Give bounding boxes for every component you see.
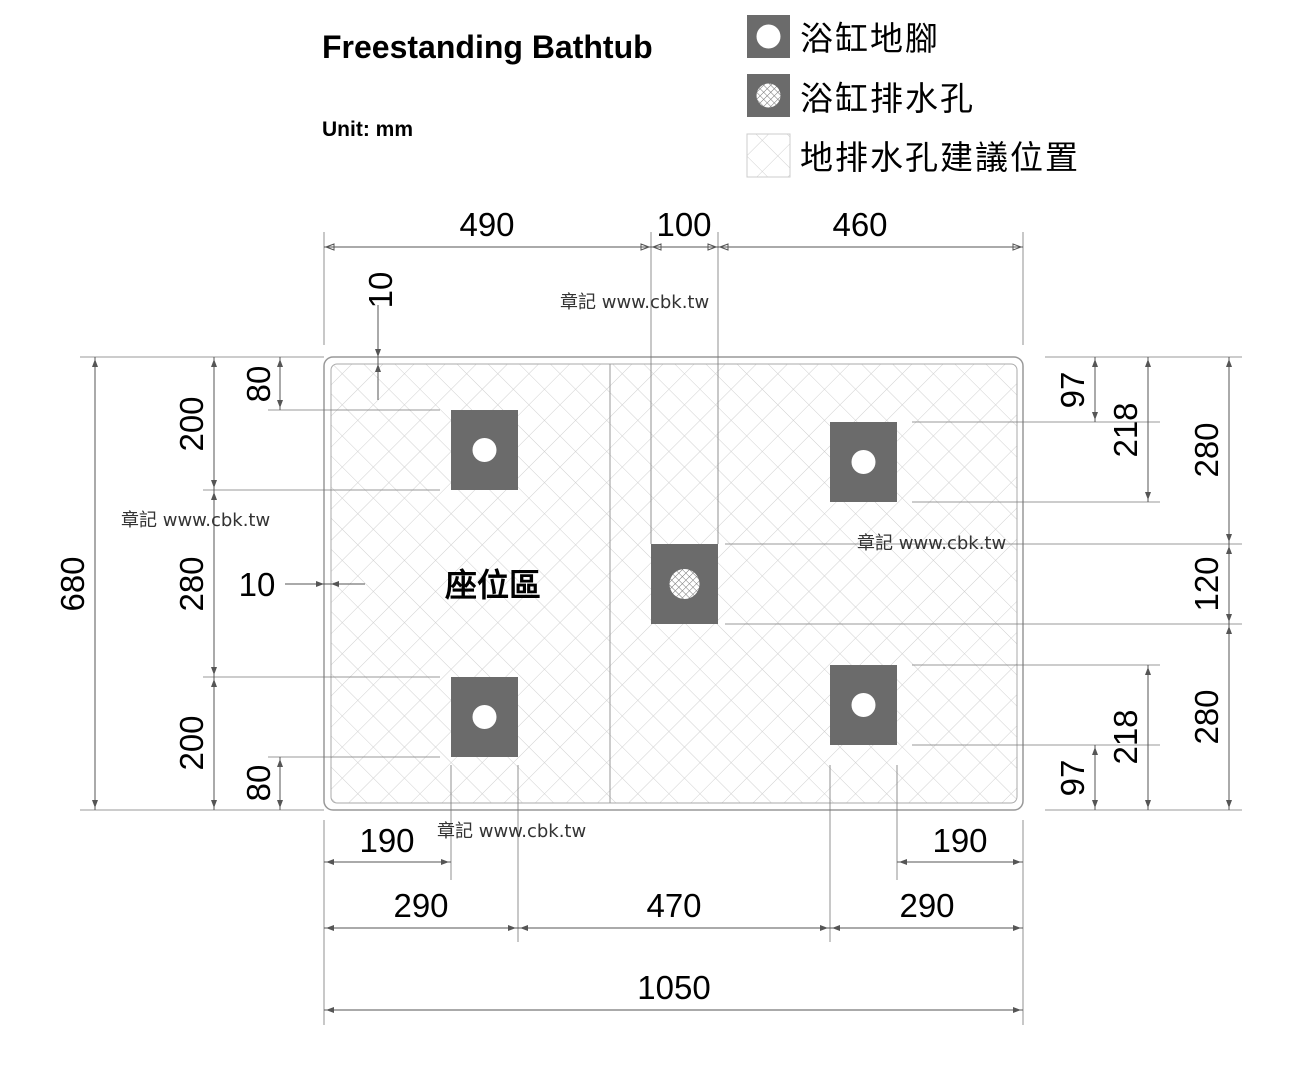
dim-bottom-190-right: 190 xyxy=(932,822,987,859)
dim-bottom-470: 470 xyxy=(646,887,701,924)
dim-bottom-1050: 1050 xyxy=(637,969,710,1006)
legend-floor-drain-swatch xyxy=(746,133,791,178)
top-dimensions: 490 100 460 10 xyxy=(323,206,1024,544)
bottom-dimensions: 190 190 290 470 290 1050 xyxy=(323,765,1024,1025)
foot-icon xyxy=(851,450,876,474)
watermark-text: 章記 www.cbk.tw xyxy=(857,533,1006,554)
watermark-text: 章記 www.cbk.tw xyxy=(121,510,270,531)
dim-right-97-top: 97 xyxy=(1054,372,1091,409)
dim-top-100: 100 xyxy=(656,206,711,243)
dim-left-80-top: 80 xyxy=(240,366,277,403)
dim-top-490: 490 xyxy=(459,206,514,243)
foot-icon xyxy=(472,705,497,729)
unit-label: Unit: mm xyxy=(322,118,413,141)
dim-right-218-top: 218 xyxy=(1107,402,1144,457)
legend-feet-label: 浴缸地腳 xyxy=(800,19,940,58)
dim-inset-left-10: 10 xyxy=(239,566,276,603)
dim-right-280-top: 280 xyxy=(1188,422,1225,477)
dim-left-200-bottom: 200 xyxy=(173,715,210,770)
dim-bottom-290-right: 290 xyxy=(899,887,954,924)
dim-left-80-bottom: 80 xyxy=(240,765,277,802)
dim-bottom-190-left: 190 xyxy=(359,822,414,859)
dim-right-120: 120 xyxy=(1188,556,1225,611)
dim-right-218-bottom: 218 xyxy=(1107,709,1144,764)
foot-icon xyxy=(756,24,781,49)
right-dimensions: 97 97 218 218 280 120 280 xyxy=(725,356,1242,811)
left-dimensions: 680 200 280 200 80 80 10 xyxy=(54,356,440,811)
seat-area-label: 座位區 xyxy=(445,566,541,604)
watermark-text: 章記 www.cbk.tw xyxy=(437,821,586,842)
drain-icon xyxy=(669,569,700,599)
bathtub-feet xyxy=(451,410,897,757)
dim-right-280-bottom: 280 xyxy=(1188,689,1225,744)
legend-floor-drain-label: 地排水孔建議位置 xyxy=(800,138,1080,177)
bathtub-drain xyxy=(651,544,718,624)
legend: 浴缸地腳 浴缸排水孔 地排水孔建議位置 xyxy=(746,15,1080,178)
dim-top-460: 460 xyxy=(832,206,887,243)
dim-right-97-bottom: 97 xyxy=(1054,760,1091,797)
drain-icon xyxy=(756,83,781,108)
foot-icon xyxy=(472,438,497,462)
watermark-text: 章記 www.cbk.tw xyxy=(560,292,709,313)
dim-left-200-top: 200 xyxy=(173,396,210,451)
legend-drain-label: 浴缸排水孔 xyxy=(800,79,975,118)
foot-icon xyxy=(851,693,876,717)
page-title: Freestanding Bathtub xyxy=(322,29,653,65)
dim-bottom-290-left: 290 xyxy=(393,887,448,924)
dim-inset-top-10: 10 xyxy=(362,272,399,309)
dim-left-280: 280 xyxy=(173,556,210,611)
dim-left-680: 680 xyxy=(54,556,91,611)
